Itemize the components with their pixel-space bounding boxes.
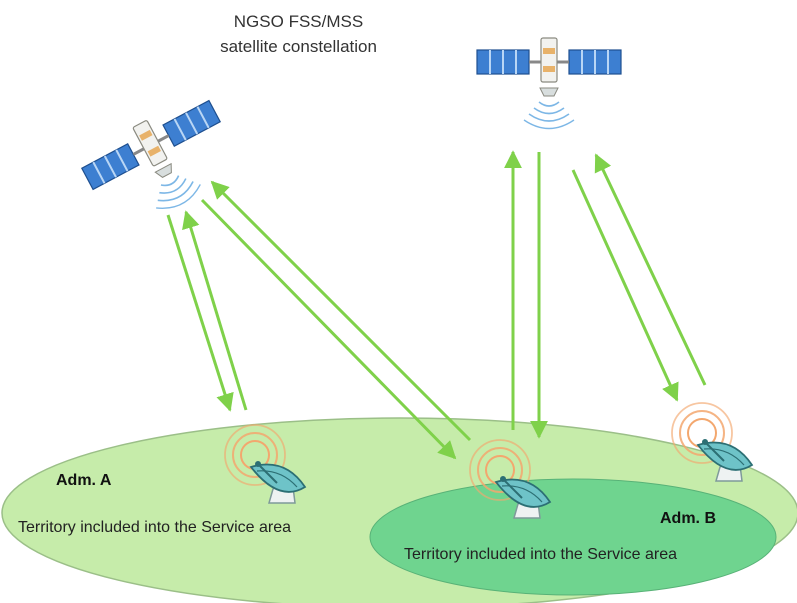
link-arrow — [200, 198, 457, 460]
adm-a-territory-label: Territory included into the Service area — [18, 519, 292, 536]
adm-b-territory-label: Territory included into the Service area — [404, 546, 678, 563]
adm-a-label: Adm. A — [56, 472, 112, 489]
diagram-title-line-2: satellite constellation — [220, 37, 377, 56]
satellite-icon — [74, 88, 248, 240]
link-arrows — [166, 150, 707, 460]
adm-b-label: Adm. B — [660, 510, 716, 527]
link-arrow — [210, 180, 472, 442]
link-arrow — [166, 214, 234, 412]
link-arrow — [571, 169, 679, 402]
link-arrow — [182, 210, 248, 411]
link-arrow — [594, 153, 707, 386]
adm-b-service-area — [369, 478, 777, 596]
diagram-title-line-1: NGSO FSS/MSS — [233, 12, 364, 31]
